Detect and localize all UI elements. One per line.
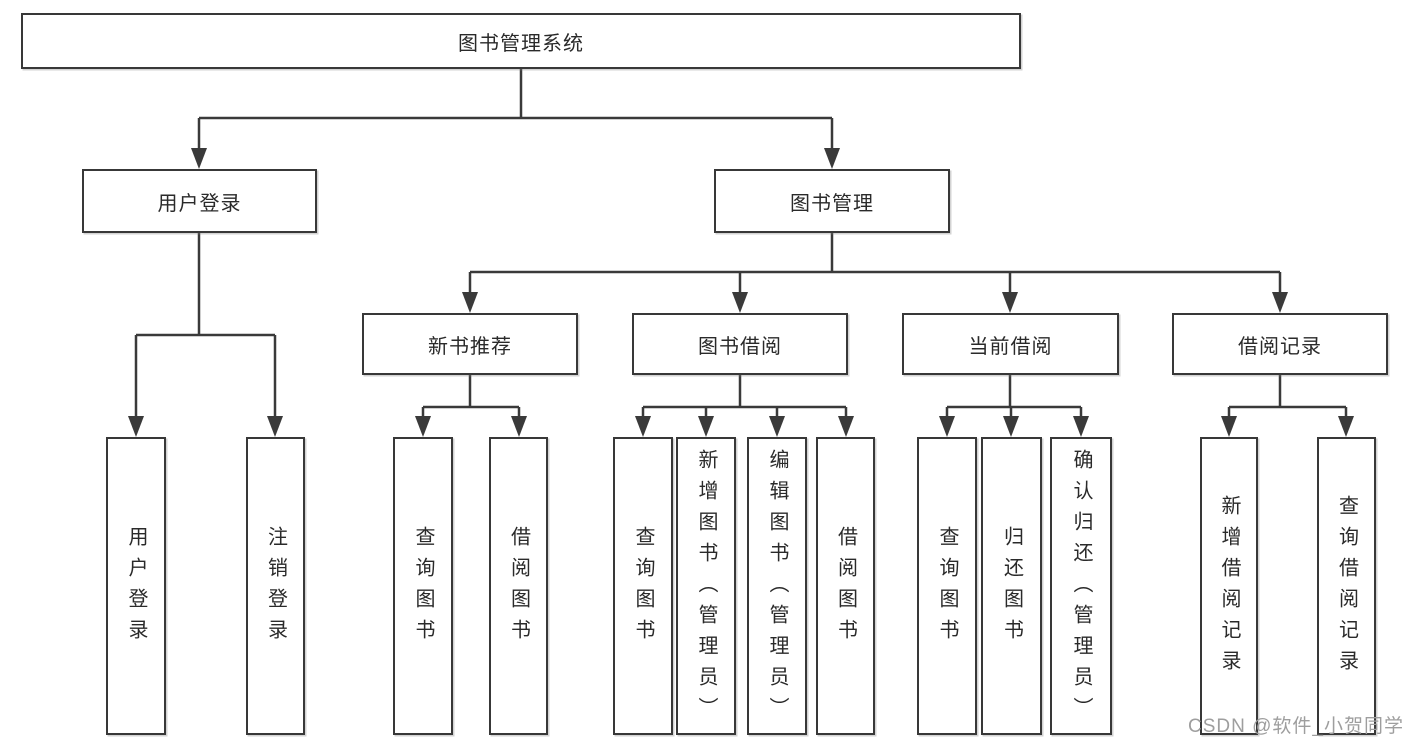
leaf-current-confirm-return-admin: 确认归还（管理员） — [1050, 437, 1112, 735]
node-root: 图书管理系统 — [21, 13, 1021, 69]
leaf-records-add-record: 新增借阅记录 — [1200, 437, 1258, 735]
node-user-login: 用户登录 — [82, 169, 317, 233]
node-current-borrow: 当前借阅 — [902, 313, 1119, 375]
leaf-logout: 注销登录 — [246, 437, 305, 735]
csdn-watermark: CSDN @软件_小贺同学 — [1188, 716, 1404, 737]
leaf-current-query-books: 查询图书 — [917, 437, 977, 735]
leaf-records-query-record: 查询借阅记录 — [1317, 437, 1376, 735]
leaf-borrow-add-books-admin: 新增图书（管理员） — [676, 437, 736, 735]
leaf-user-login: 用户登录 — [106, 437, 166, 735]
node-new-book-recommend: 新书推荐 — [362, 313, 578, 375]
node-borrow-records: 借阅记录 — [1172, 313, 1388, 375]
leaf-borrow-borrow-books: 借阅图书 — [816, 437, 875, 735]
leaf-borrow-edit-books-admin: 编辑图书（管理员） — [747, 437, 807, 735]
node-book-borrow: 图书借阅 — [632, 313, 848, 375]
leaf-newbooks-borrow-books: 借阅图书 — [489, 437, 548, 735]
leaf-current-return-books: 归还图书 — [981, 437, 1042, 735]
leaf-borrow-query-books: 查询图书 — [613, 437, 673, 735]
leaf-newbooks-query-books: 查询图书 — [393, 437, 453, 735]
node-book-management: 图书管理 — [714, 169, 950, 233]
